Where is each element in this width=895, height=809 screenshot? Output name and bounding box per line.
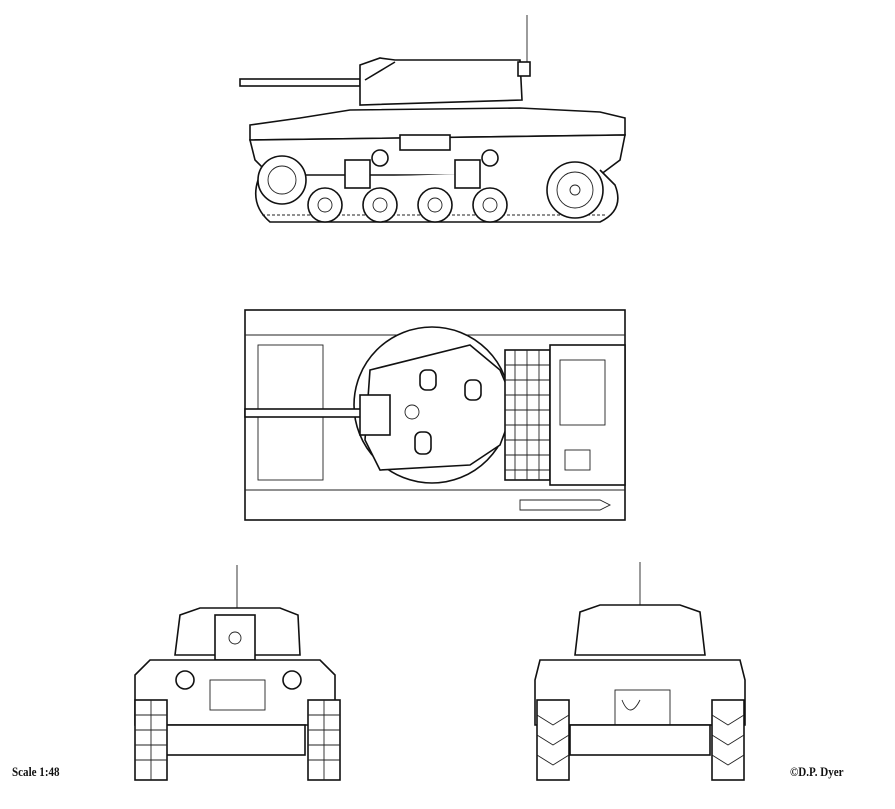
scale-label: Scale 1:48 xyxy=(12,764,60,779)
side-view xyxy=(239,15,626,223)
idler-wheel xyxy=(546,161,604,219)
bogie xyxy=(344,159,371,189)
track-right xyxy=(711,699,745,781)
shovel xyxy=(519,499,612,511)
turret xyxy=(359,57,523,106)
rear-view xyxy=(534,562,746,781)
drive-sprocket xyxy=(257,155,307,205)
hull-rear xyxy=(534,659,746,726)
headlight xyxy=(175,670,195,690)
credit-label: ©D.P. Dyer xyxy=(790,764,844,779)
road-wheel xyxy=(472,187,508,223)
main-gun xyxy=(239,78,361,87)
front-view xyxy=(134,565,341,781)
engine-deck xyxy=(549,344,626,486)
road-wheel xyxy=(417,187,453,223)
return-roller xyxy=(481,149,499,167)
turret-top xyxy=(364,344,516,471)
return-roller xyxy=(371,149,389,167)
main-gun xyxy=(244,408,366,418)
bogie xyxy=(454,159,481,189)
track-left xyxy=(536,699,570,781)
road-wheel xyxy=(362,187,398,223)
gun-mantlet xyxy=(214,614,256,661)
headlight xyxy=(282,670,302,690)
engine-grille xyxy=(504,349,551,481)
top-view xyxy=(244,309,626,521)
turret-rear xyxy=(574,604,706,656)
road-wheel xyxy=(307,187,343,223)
